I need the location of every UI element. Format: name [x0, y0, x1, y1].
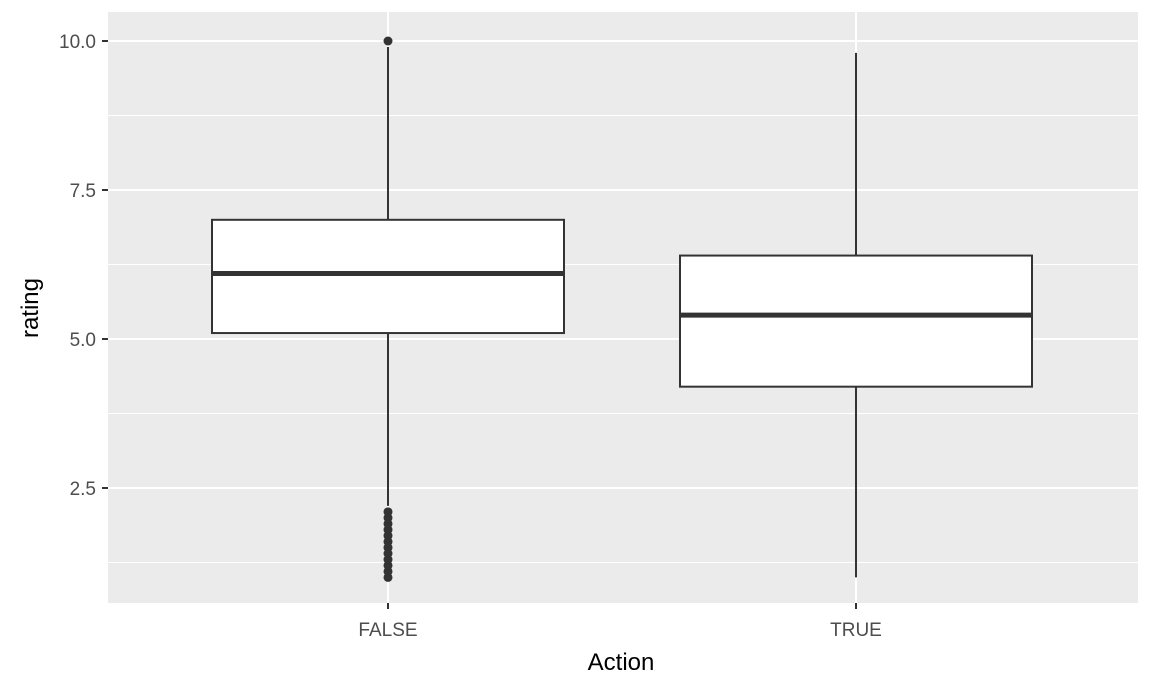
y-tick-label: 5.0	[70, 330, 96, 351]
outlier-point	[383, 36, 393, 46]
x-tick-label: FALSE	[358, 620, 417, 641]
y-tick-label: 2.5	[70, 479, 96, 500]
y-axis-title: rating	[17, 278, 44, 338]
x-tick-label: TRUE	[830, 620, 882, 641]
box-true	[679, 52, 1033, 578]
iqr-box	[211, 218, 565, 335]
iqr-box	[679, 254, 1033, 388]
box-false	[211, 36, 565, 582]
y-tick-label: 10.0	[59, 32, 96, 53]
x-axis-title: Action	[588, 649, 655, 676]
y-tick-label: 7.5	[70, 181, 96, 202]
boxes	[211, 36, 1033, 582]
outlier-point	[383, 507, 393, 517]
